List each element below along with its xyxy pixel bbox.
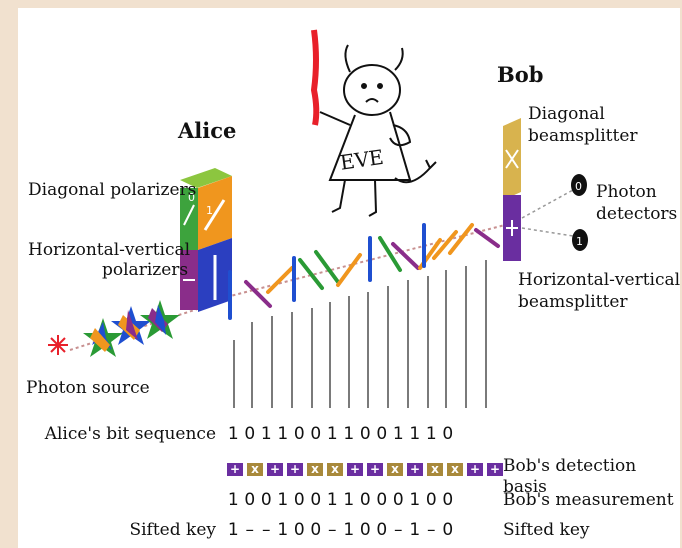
- alice-bit: 0: [310, 424, 322, 444]
- hv-basis-icon: +: [286, 463, 304, 476]
- sifted-key-bit: –: [328, 520, 337, 540]
- photon-source-label: Photon source: [26, 378, 150, 398]
- photon-source-icon: [48, 335, 68, 355]
- bob-measurement-bit: 0: [359, 490, 371, 510]
- alice-bit: 1: [227, 424, 239, 444]
- bob-measurement-bit: 1: [343, 490, 355, 510]
- hv-beamsplitter-label-line2: beamsplitter: [518, 292, 628, 312]
- bob-measurement-bit: 0: [442, 490, 454, 510]
- beam-main-line: [214, 224, 506, 301]
- unpolarized-photon-icon: [111, 306, 151, 345]
- diagonal-beamsplitter-label-line1: Diagonal: [528, 104, 605, 124]
- hv-basis-icon: +: [266, 463, 284, 476]
- polarizer-label-1: 1: [206, 204, 213, 217]
- alice-bit: 1: [277, 424, 289, 444]
- sifted-key-bit: 0: [359, 520, 371, 540]
- alice-bit: 1: [343, 424, 355, 444]
- hv-basis-icon: +: [226, 463, 244, 476]
- hv-basis-icon: +: [346, 463, 364, 476]
- alice-bit: 0: [442, 424, 454, 444]
- bob-measurement-bit: 0: [244, 490, 256, 510]
- alice-bit: 1: [392, 424, 404, 444]
- sifted-key-bit: 0: [376, 520, 388, 540]
- hv-polarizers-label-line2: polarizers: [102, 260, 189, 280]
- sifted-key-bit: 0: [442, 520, 454, 540]
- bob-measurement-bit: 0: [293, 490, 305, 510]
- bob-measurement-bit: 0: [425, 490, 437, 510]
- bob-measurement-bit: 0: [376, 490, 388, 510]
- alice-bit: 0: [376, 424, 388, 444]
- alice-bit: 1: [326, 424, 338, 444]
- bob-measurement-bit: 0: [260, 490, 272, 510]
- hv-basis-icon: +: [486, 463, 504, 476]
- diagonal-basis-icon: x: [386, 463, 404, 476]
- sifted-key-bit: –: [394, 520, 403, 540]
- bob-measurement-bit: 1: [326, 490, 338, 510]
- hv-basis-icon: +: [466, 463, 484, 476]
- bob-basis-label: Bob's detection basis: [503, 456, 637, 497]
- timing-lines: [233, 260, 487, 408]
- hv-basis-icon: +: [406, 463, 424, 476]
- sifted-key-bit: 1: [227, 520, 239, 540]
- bob-measurement-bit: 1: [409, 490, 421, 510]
- photon-detector-icon: [571, 174, 587, 196]
- sifted-key-bit: 0: [293, 520, 305, 540]
- alice-bit: 1: [260, 424, 272, 444]
- photon-detectors-label-line2: detectors: [596, 204, 678, 224]
- sifted-key-bit: 1: [343, 520, 355, 540]
- sifted-key-label-left: Sifted key: [129, 520, 216, 540]
- bob-beamsplitter-cube: [503, 118, 521, 261]
- alice-bit: 0: [293, 424, 305, 444]
- diagonal-basis-icon: x: [306, 463, 324, 476]
- diagonal-basis-icon: x: [326, 463, 344, 476]
- beam-detector-1: [521, 227, 574, 237]
- diagonal-beamsplitter-label-line2: beamsplitter: [528, 126, 638, 146]
- bob-measurement-bit: 1: [227, 490, 239, 510]
- bob-measurement-bit: 1: [277, 490, 289, 510]
- alice-name: Alice: [178, 118, 237, 143]
- alice-bit: 0: [244, 424, 256, 444]
- diagonal-basis-icon: x: [246, 463, 264, 476]
- hv-polarizers-label-line1: Horizontal-vertical: [28, 240, 191, 260]
- bob-measurement-label: Bob's measurement: [503, 490, 674, 510]
- eve-figure: [310, 29, 437, 217]
- diagonal-polarizers-label: Diagonal polarizers: [28, 180, 197, 200]
- sifted-key-bit: 1: [409, 520, 421, 540]
- diagram-panel: [18, 8, 680, 548]
- alice-bit: 1: [409, 424, 421, 444]
- photon-detectors-label-line1: Photon: [596, 182, 657, 202]
- sifted-key-bit: –: [245, 520, 255, 540]
- sifted-key-label-right: Sifted key: [503, 520, 590, 540]
- detector-label-1: 1: [576, 235, 583, 248]
- detector-label-0: 0: [575, 180, 582, 193]
- alice-polarizer-cube: [180, 168, 232, 312]
- diagonal-basis-icon: x: [446, 463, 464, 476]
- beam-detector-0: [521, 189, 574, 219]
- sifted-key-bit: –: [262, 520, 271, 540]
- polarizer-label-0: 0: [188, 191, 195, 204]
- bob-name: Bob: [497, 62, 544, 87]
- bob-measurement-bit: 0: [392, 490, 404, 510]
- photon-detector-icon: [572, 229, 588, 251]
- sifted-key-bit: 0: [310, 520, 322, 540]
- alice-bit: 1: [425, 424, 437, 444]
- eve-label: EVE: [339, 145, 386, 175]
- unpolarized-photon-icon: [140, 300, 180, 339]
- alice-bits-label: Alice's bit sequence: [44, 424, 216, 444]
- alice-bit: 0: [359, 424, 371, 444]
- hv-basis-icon: +: [366, 463, 384, 476]
- bob-measurement-bit: 0: [310, 490, 322, 510]
- diagonal-basis-icon: x: [426, 463, 444, 476]
- polarized-photon-arrows: [228, 223, 500, 320]
- hv-beamsplitter-label-line1: Horizontal-vertical: [518, 270, 681, 290]
- unpolarized-photon-icon: [83, 318, 123, 357]
- sifted-key-bit: 1: [277, 520, 289, 540]
- sifted-key-bit: –: [427, 520, 436, 540]
